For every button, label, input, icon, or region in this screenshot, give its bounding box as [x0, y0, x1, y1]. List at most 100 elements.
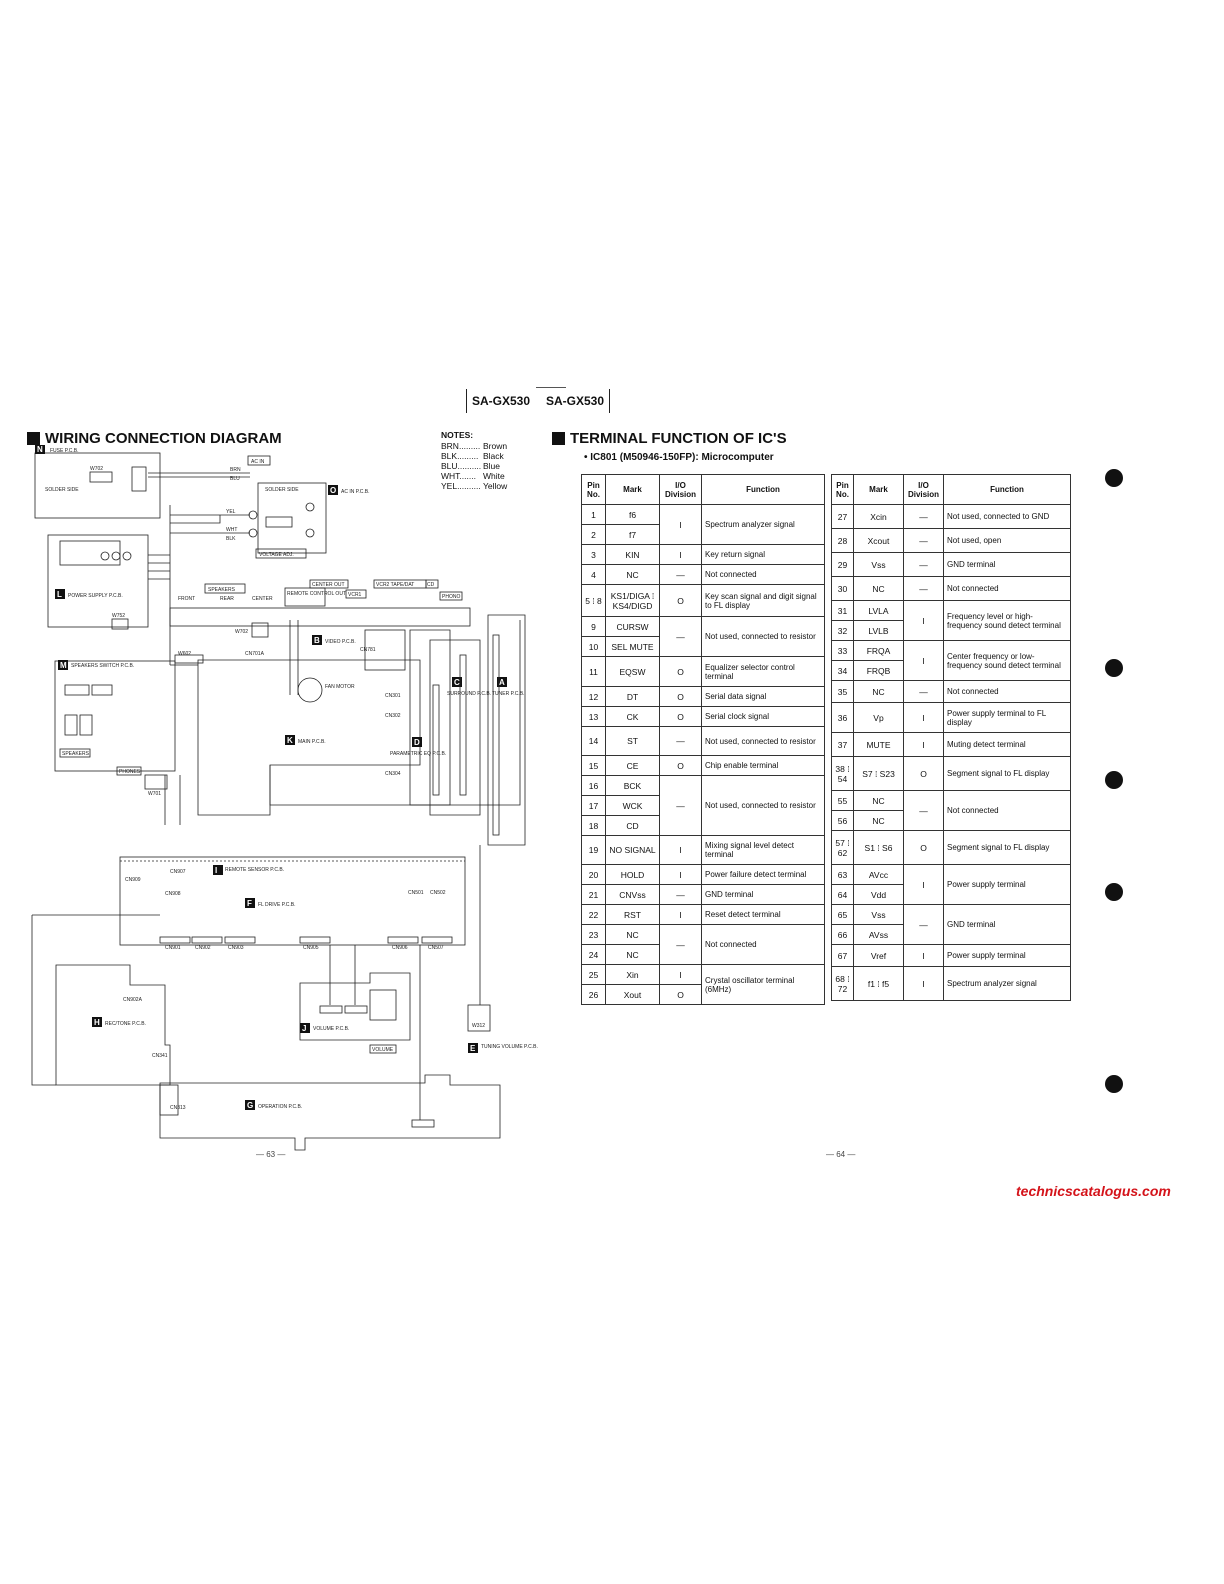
terminal-title: TERMINAL FUNCTION OF IC'S	[552, 430, 787, 447]
note-row: WHT.......White	[441, 471, 505, 481]
board-name-tuning-volume: TUNING VOLUME P.C.B.	[481, 1044, 538, 1050]
board-badge-g: G	[245, 1100, 255, 1110]
table-header-row: Pin No. Mark I/O Division Function	[831, 474, 1071, 505]
svg-text:FRONT: FRONT	[178, 596, 195, 602]
ic-subtitle: • IC801 (M50946-150FP): Microcomputer	[584, 452, 774, 463]
svg-text:W602: W602	[178, 651, 191, 657]
board-name-remote-sensor: REMOTE SENSOR P.C.B.	[225, 867, 284, 873]
svg-text:I: I	[215, 866, 217, 875]
phones-label: PHONES	[119, 769, 141, 775]
board-badge-j: J	[300, 1023, 310, 1033]
svg-text:REAR: REAR	[220, 596, 234, 602]
board-name-tuner: TUNER P.C.B.	[492, 691, 524, 697]
volume-pcb-outline	[299, 972, 411, 1041]
svg-text:E: E	[470, 1044, 476, 1053]
ac-in-label: AC IN	[251, 459, 265, 465]
svg-text:VCR2 TAPE/DAT: VCR2 TAPE/DAT	[376, 582, 414, 588]
svg-text:YEL: YEL	[226, 509, 236, 515]
svg-text:CN902: CN902	[195, 945, 211, 951]
wire	[289, 620, 299, 695]
power-supply-pcb-outline	[47, 534, 149, 628]
fuse-pcb-outline	[34, 452, 161, 519]
tuner-pcb-outline	[487, 614, 526, 846]
board-badge-n: N	[35, 445, 45, 454]
svg-text:CN906: CN906	[392, 945, 408, 951]
note-row: BRN.........Brown	[441, 441, 508, 451]
svg-text:A: A	[499, 678, 505, 687]
remote-control-out-label: REMOTE CONTROL OUT	[287, 591, 346, 597]
svg-text:CN907: CN907	[170, 869, 186, 875]
svg-text:CENTER OUT: CENTER OUT	[312, 582, 345, 588]
fan-motor-label: FAN MOTOR	[325, 684, 355, 690]
board-name-video: VIDEO P.C.B.	[325, 639, 356, 645]
svg-text:H: H	[94, 1018, 100, 1027]
speakers-switch-pcb-outline	[54, 660, 176, 772]
terminal	[305, 502, 315, 512]
binder-hole-icon	[1105, 1075, 1123, 1093]
svg-text:CD: CD	[427, 582, 435, 588]
binder-hole-icon	[1105, 659, 1123, 677]
svg-text:CN903: CN903	[228, 945, 244, 951]
board-badge-f: F	[245, 898, 255, 908]
board-name-operation: OPERATION P.C.B.	[258, 1104, 302, 1110]
svg-text:CN781: CN781	[360, 647, 376, 653]
connector	[131, 466, 147, 492]
svg-text:F: F	[247, 899, 252, 908]
svg-text:BLU: BLU	[230, 476, 240, 482]
svg-text:CN905: CN905	[303, 945, 319, 951]
connector	[111, 618, 129, 630]
svg-text:W701: W701	[148, 791, 161, 797]
board-name-fuse: FUSE P.C.B.	[50, 448, 79, 454]
svg-text:BRN: BRN	[230, 467, 241, 473]
svg-text:CN302: CN302	[385, 713, 401, 719]
board-name-surround: SURROUND P.C.B.	[447, 691, 491, 697]
page-number-right: — 64 —	[826, 1150, 856, 1159]
board-badge-i: I	[213, 865, 223, 875]
board-badge-h: H	[92, 1017, 102, 1027]
svg-text:L: L	[57, 590, 62, 599]
board-name-power-supply: POWER SUPPLY P.C.B.	[68, 593, 123, 599]
board-badge-l: L	[55, 589, 65, 599]
svg-text:CN908: CN908	[165, 891, 181, 897]
terminal	[305, 528, 315, 538]
volume-label: VOLUME	[372, 1047, 394, 1053]
svg-text:CN341: CN341	[152, 1053, 168, 1059]
wiring-diagram: N FUSE P.C.B. SOLDER SIDE W702 AC IN BRN…	[31, 445, 538, 1151]
header-rule	[536, 387, 566, 388]
board-badge-a: A	[497, 677, 507, 687]
wire	[269, 620, 521, 806]
fl-drive-pcb-outline	[119, 856, 466, 946]
wire	[148, 554, 170, 580]
video-pcb-outline	[364, 629, 406, 671]
board-badge-e: E	[468, 1043, 478, 1053]
svg-text:SOLDER SIDE: SOLDER SIDE	[265, 487, 299, 493]
model-left: SA-GX530	[471, 394, 530, 408]
wire	[170, 514, 250, 534]
board-name-main: MAIN P.C.B.	[298, 739, 326, 745]
svg-text:W702: W702	[90, 466, 103, 472]
voltage-adj-box	[255, 548, 307, 559]
